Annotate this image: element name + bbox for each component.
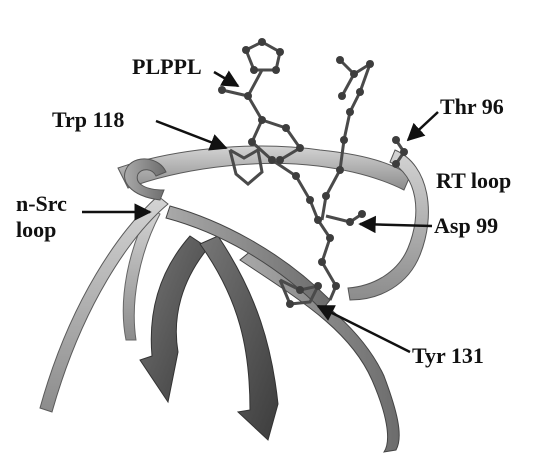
label-asp99: Asp 99 (434, 215, 498, 237)
arrow-thr96 (408, 112, 438, 140)
label-nsrc-line1: n-Src (16, 193, 67, 215)
arrow-plppl (214, 72, 238, 86)
label-thr96: Thr 96 (440, 96, 504, 118)
label-nsrc-line2: loop (16, 219, 56, 241)
label-rt-loop: RT loop (436, 170, 511, 192)
arrow-trp118 (156, 121, 226, 148)
label-trp118: Trp 118 (52, 109, 124, 131)
label-plppl: PLPPL (132, 56, 202, 78)
beta-strand-dark-mid (140, 236, 208, 402)
label-tyr131: Tyr 131 (412, 345, 484, 367)
